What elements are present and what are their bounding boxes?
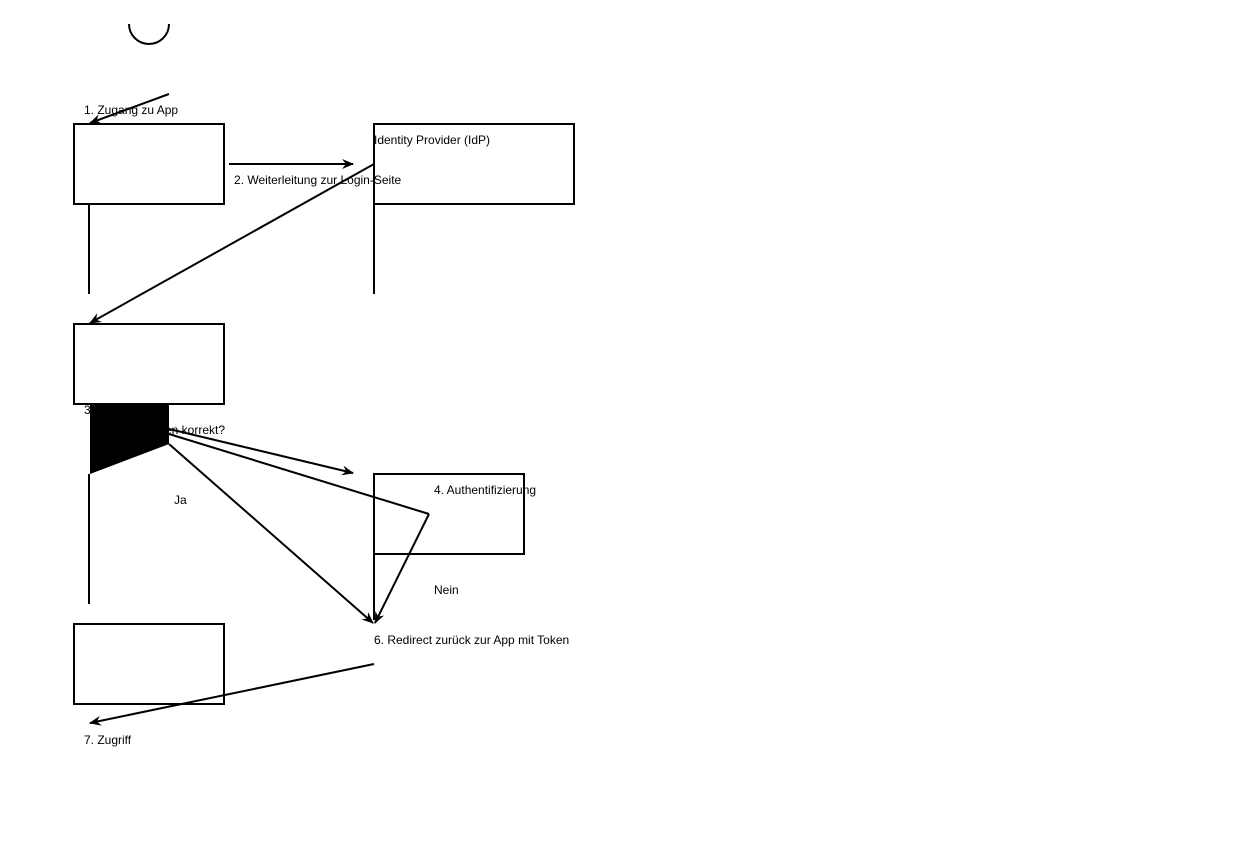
app-box-final: [73, 623, 225, 705]
label-step6: 6. Redirect zurück zur App mit Token: [374, 633, 569, 647]
arrow-step1: [89, 93, 170, 124]
arrow-to-auth: [168, 428, 354, 476]
label-ja: Ja: [174, 493, 187, 507]
label-idp: Identity Provider (IdP): [374, 133, 490, 147]
arrow-ja: [168, 443, 374, 624]
line-to-auth-corner: [168, 433, 430, 515]
start-node: [128, 23, 170, 45]
label-step7: 7. Zugriff: [84, 733, 132, 747]
label-step3-prefix: 3: [84, 403, 91, 417]
label-step3-question: ...en korrekt?: [155, 423, 225, 437]
login-box: [73, 323, 225, 405]
label-step1: 1. Zugang zu App: [84, 103, 178, 117]
idp-box: [373, 123, 575, 205]
label-step4: 4. Authentifizierung: [434, 483, 536, 497]
app-box-1: [73, 123, 225, 205]
arrow-to-login: [89, 163, 375, 324]
decision-node: [90, 404, 169, 474]
auth-box: [373, 473, 525, 555]
label-step2: 2. Weiterleitung zur Login-Seite: [234, 173, 402, 187]
arrow-nein: [374, 513, 430, 624]
arrow-step7: [89, 663, 375, 726]
label-nein: Nein: [434, 583, 459, 597]
